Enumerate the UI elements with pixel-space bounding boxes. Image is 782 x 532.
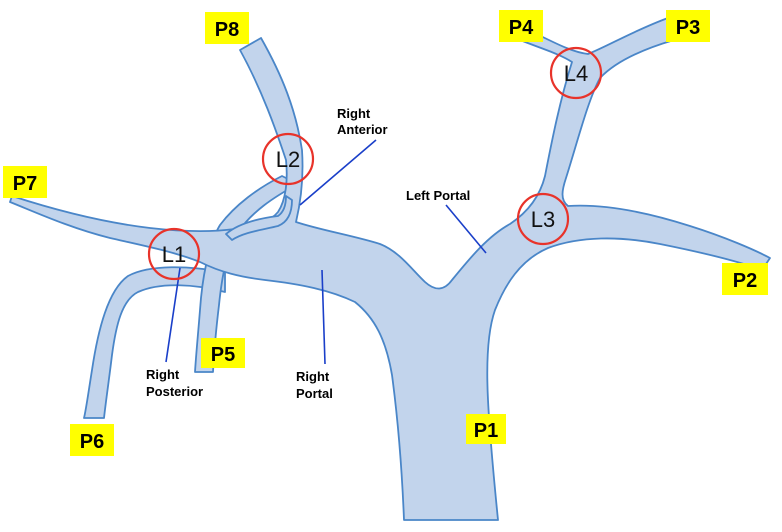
- point-p2-box: [722, 263, 768, 295]
- vessel-branch-p6: [83, 266, 226, 419]
- vessel-tree: [9, 17, 771, 521]
- point-p1-box: [466, 414, 506, 444]
- callout-right-portal-line-1: Right: [296, 369, 330, 384]
- point-p1: P1: [466, 414, 506, 444]
- location-l4: L4: [549, 46, 603, 100]
- callout-lines: [165, 139, 487, 365]
- point-p4-label: P4: [509, 17, 534, 39]
- point-p7-box: [3, 166, 47, 198]
- point-p2-label: P2: [733, 270, 757, 292]
- point-p3: P3: [666, 10, 710, 42]
- vessel-connector-l2: [225, 195, 293, 241]
- location-l1-label: L1: [162, 242, 186, 267]
- point-p7-label: P7: [13, 173, 37, 195]
- vessel-main-trunk: [9, 17, 771, 521]
- location-l2: L2: [261, 132, 315, 186]
- callout-right-anterior: Right Anterior: [337, 106, 388, 137]
- point-p8-box: [205, 12, 249, 44]
- callout-right-posterior-line-1: Right: [146, 367, 180, 382]
- point-p3-box: [666, 10, 710, 42]
- callout-left-portal: Left Portal: [406, 188, 470, 203]
- point-p5: P5: [201, 338, 245, 368]
- callout-labels: Right Anterior Left Portal Right Posteri…: [146, 106, 470, 401]
- location-markers: L1 L2 L3 L4: [147, 46, 603, 281]
- callout-line-right-anterior: [299, 139, 377, 206]
- point-p5-label: P5: [211, 344, 235, 366]
- callout-right-portal: Right Portal: [296, 369, 333, 401]
- point-p4-box: [499, 10, 543, 42]
- point-p5-box: [201, 338, 245, 368]
- callout-line-right-posterior: [165, 267, 181, 363]
- point-p7: P7: [3, 166, 47, 198]
- location-l4-label: L4: [564, 61, 588, 86]
- point-p6: P6: [70, 424, 114, 456]
- location-l4-circle: [549, 46, 603, 100]
- point-p8-label: P8: [215, 19, 239, 41]
- point-labels: P1 P2 P3 P4 P5 P6 P7 P8: [3, 10, 768, 456]
- point-p8: P8: [205, 12, 249, 44]
- callout-right-posterior-line-2: Posterior: [146, 384, 203, 399]
- point-p3-label: P3: [676, 17, 700, 39]
- location-l1: L1: [147, 227, 201, 281]
- point-p2: P2: [722, 263, 768, 295]
- point-p4: P4: [499, 10, 543, 42]
- callout-right-anterior-line-2: Anterior: [337, 122, 388, 137]
- callout-right-portal-line-2: Portal: [296, 386, 333, 401]
- location-l1-circle: [147, 227, 201, 281]
- location-l3: L3: [516, 192, 570, 246]
- callout-line-left-portal: [445, 204, 487, 254]
- location-l3-label: L3: [531, 207, 555, 232]
- callout-right-posterior: Right Posterior: [146, 367, 203, 399]
- point-p6-box: [70, 424, 114, 456]
- point-p6-label: P6: [80, 431, 104, 453]
- location-l3-circle: [516, 192, 570, 246]
- callout-right-anterior-line-1: Right: [337, 106, 371, 121]
- location-l2-label: L2: [276, 147, 300, 172]
- point-p1-label: P1: [474, 420, 498, 442]
- location-l2-circle: [261, 132, 315, 186]
- callout-line-right-portal: [321, 269, 326, 365]
